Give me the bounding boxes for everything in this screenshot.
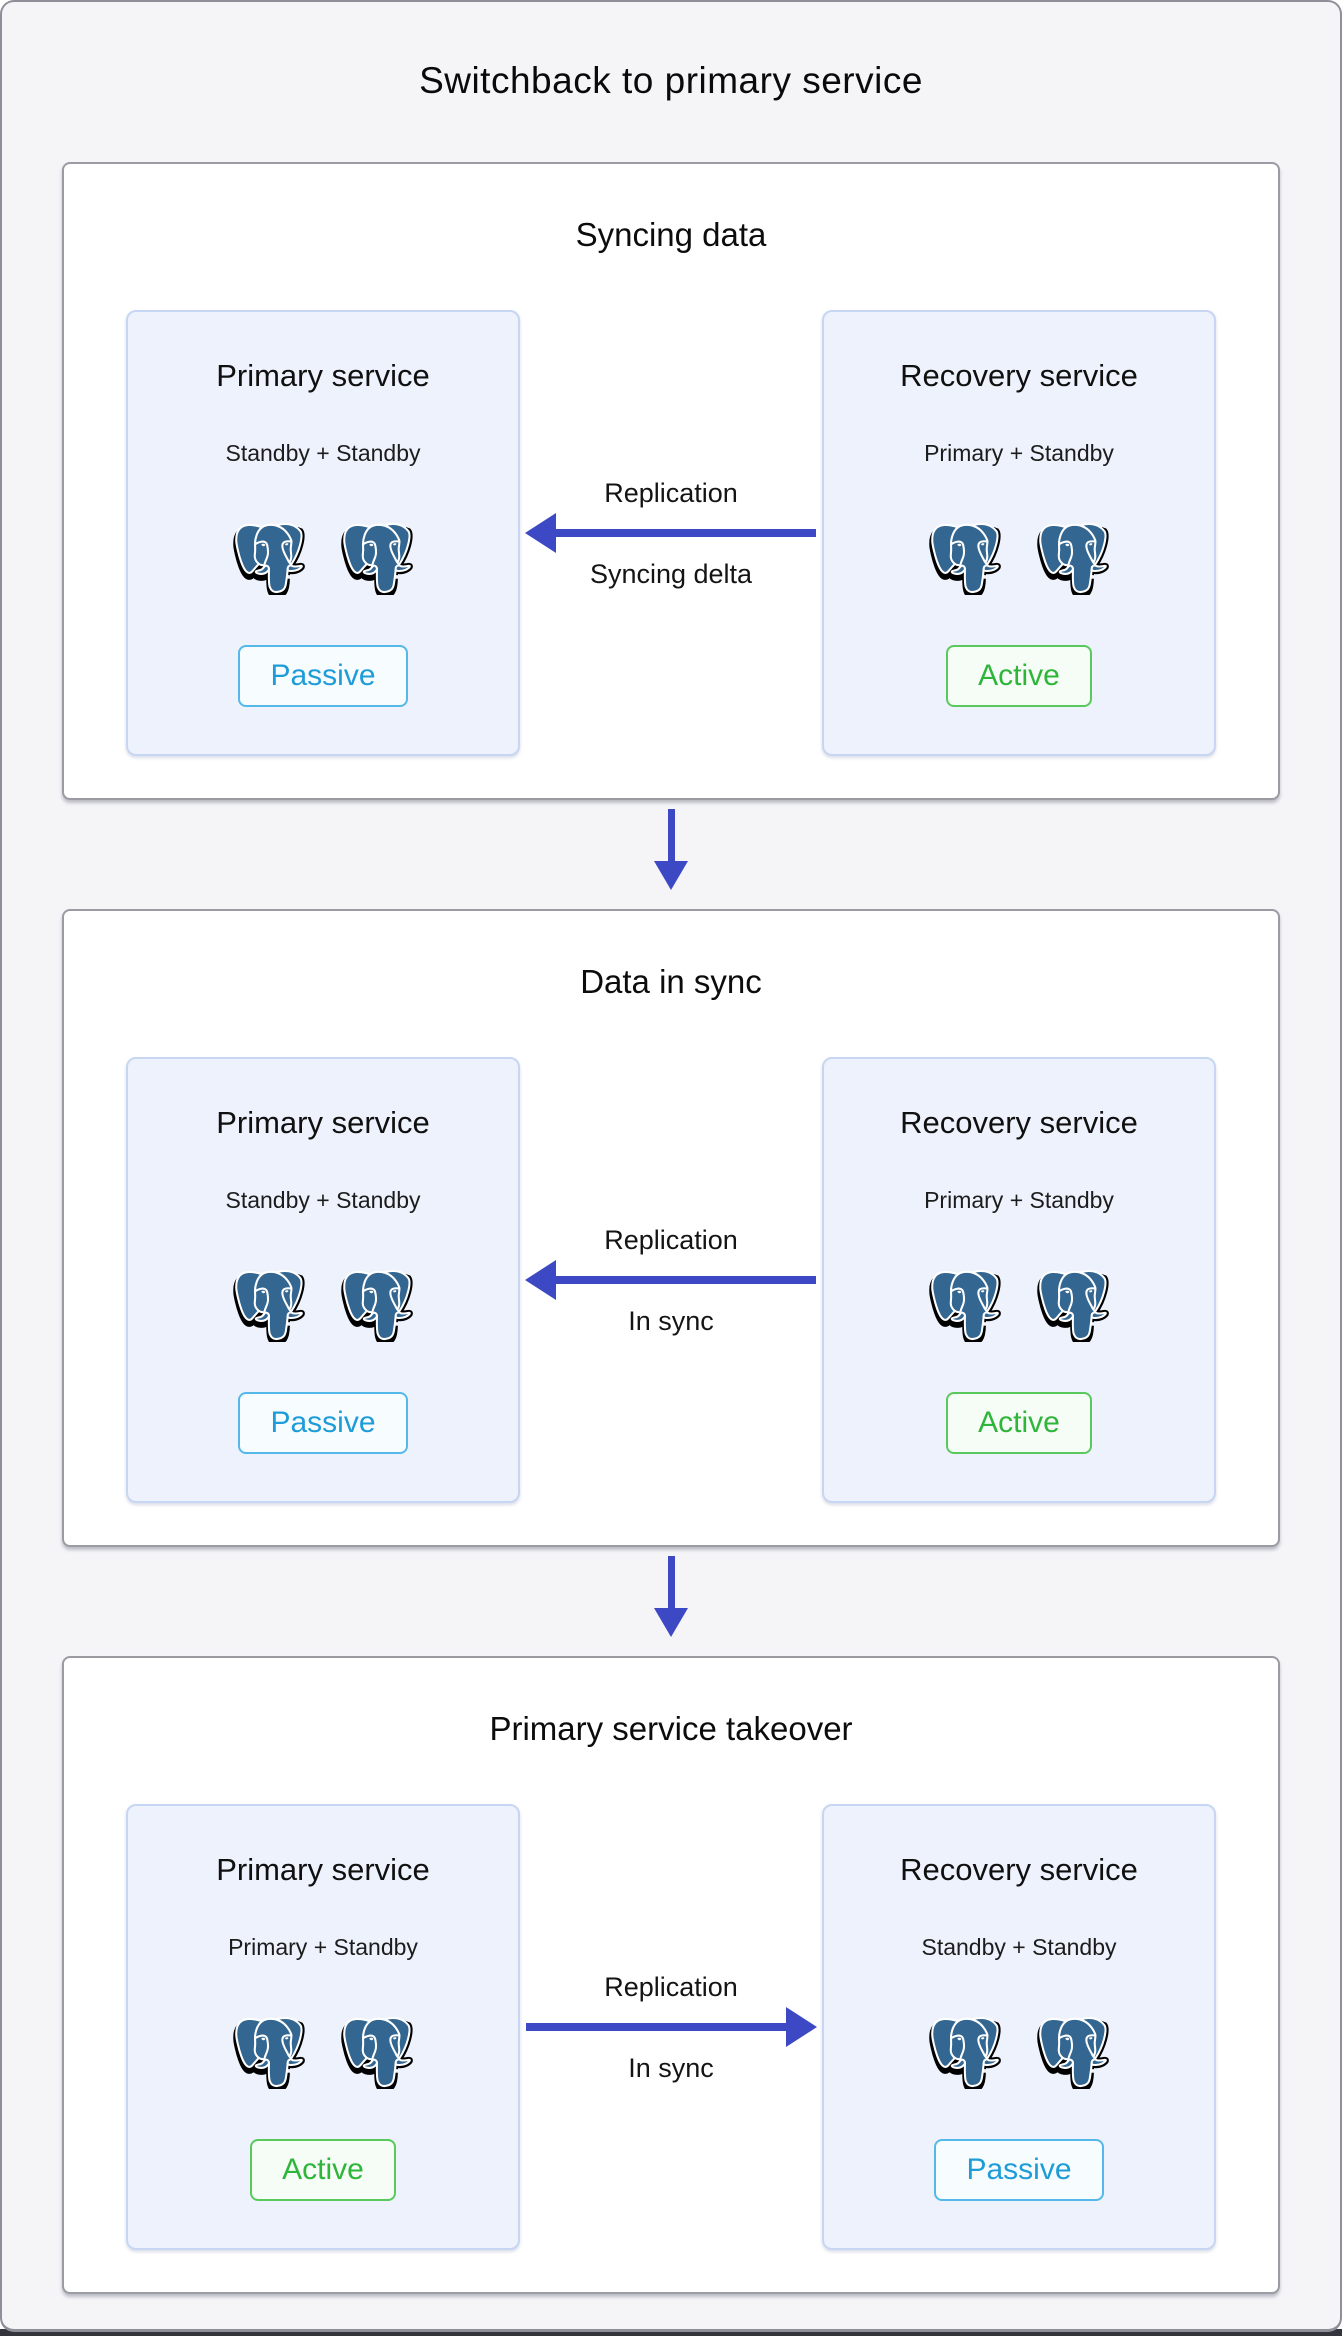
postgresql-elephant-icon — [341, 2015, 413, 2089]
card-subtitle: Primary + Standby — [924, 1187, 1114, 1213]
status-badge-active: Active — [946, 645, 1092, 707]
status-badge-passive: Passive — [934, 2139, 1104, 2201]
replication-arrow-zone: Replication In sync — [520, 1057, 822, 1503]
database-icons-row — [929, 1268, 1109, 1342]
arrow-label-top: Replication — [604, 1225, 738, 1255]
card-subtitle: Primary + Standby — [228, 1934, 418, 1960]
arrow-label-bottom: In sync — [628, 1306, 714, 1336]
database-icons-row — [233, 1268, 413, 1342]
stage-syncing-data: Syncing data Primary service Standby + S… — [62, 162, 1280, 800]
recovery-service-card: Recovery service Primary + Standby Activ… — [822, 1057, 1216, 1503]
postgresql-elephant-icon — [1037, 2015, 1109, 2089]
replication-arrow-zone: Replication In sync — [520, 1804, 822, 2250]
postgresql-elephant-icon — [233, 1268, 305, 1342]
stage-title: Primary service takeover — [489, 1710, 853, 1747]
primary-service-card: Primary service Standby + Standby Passiv… — [126, 310, 520, 756]
card-title: Recovery service — [900, 1105, 1138, 1140]
replication-left-arrow-icon — [556, 529, 816, 537]
page-title: Switchback to primary service — [419, 60, 923, 101]
postgresql-elephant-icon — [929, 1268, 1001, 1342]
postgresql-elephant-icon — [233, 521, 305, 595]
stage-title: Data in sync — [580, 963, 762, 1000]
arrow-label-top: Replication — [604, 1972, 738, 2002]
arrow-label-top: Replication — [604, 478, 738, 508]
status-badge-passive: Passive — [238, 1392, 408, 1454]
stage-cards-row: Primary service Standby + Standby Passiv… — [64, 1057, 1278, 1503]
card-title: Primary service — [216, 1105, 430, 1140]
primary-service-card: Primary service Primary + Standby Active — [126, 1804, 520, 2250]
recovery-service-card: Recovery service Primary + Standby Activ… — [822, 310, 1216, 756]
postgresql-elephant-icon — [341, 1268, 413, 1342]
card-subtitle: Primary + Standby — [924, 440, 1114, 466]
replication-left-arrow-icon — [556, 1276, 816, 1284]
flow-connector — [2, 1556, 1340, 1656]
card-subtitle: Standby + Standby — [921, 1934, 1117, 1960]
database-icons-row — [929, 2015, 1109, 2089]
recovery-service-card: Recovery service Standby + Standby Passi… — [822, 1804, 1216, 2250]
postgresql-elephant-icon — [233, 2015, 305, 2089]
down-arrow-icon — [667, 1556, 675, 1608]
status-badge-active: Active — [250, 2139, 396, 2201]
primary-service-card: Primary service Standby + Standby Passiv… — [126, 1057, 520, 1503]
card-title: Recovery service — [900, 358, 1138, 393]
database-icons-row — [233, 2015, 413, 2089]
card-title: Primary service — [216, 1852, 430, 1887]
card-title: Recovery service — [900, 1852, 1138, 1887]
replication-arrow-zone: Replication Syncing delta — [520, 310, 822, 756]
stage-primary-service-takeover: Primary service takeover Primary service… — [62, 1656, 1280, 2294]
card-subtitle: Standby + Standby — [225, 440, 421, 466]
arrow-label-bottom: In sync — [628, 2053, 714, 2083]
postgresql-elephant-icon — [929, 2015, 1001, 2089]
card-subtitle: Standby + Standby — [225, 1187, 421, 1213]
stage-data-in-sync: Data in sync Primary service Standby + S… — [62, 909, 1280, 1547]
stage-cards-row: Primary service Standby + Standby Passiv… — [64, 310, 1278, 756]
status-badge-passive: Passive — [238, 645, 408, 707]
replication-right-arrow-icon — [526, 2023, 786, 2031]
stage-cards-row: Primary service Primary + Standby Active… — [64, 1804, 1278, 2250]
arrow-label-bottom: Syncing delta — [589, 559, 753, 589]
status-badge-active: Active — [946, 1392, 1092, 1454]
database-icons-row — [233, 521, 413, 595]
postgresql-elephant-icon — [929, 521, 1001, 595]
postgresql-elephant-icon — [341, 521, 413, 595]
down-arrow-icon — [667, 809, 675, 861]
postgresql-elephant-icon — [1037, 521, 1109, 595]
flow-connector — [2, 809, 1340, 909]
postgresql-elephant-icon — [1037, 1268, 1109, 1342]
stage-title: Syncing data — [575, 216, 767, 253]
card-title: Primary service — [216, 358, 430, 393]
database-icons-row — [929, 521, 1109, 595]
